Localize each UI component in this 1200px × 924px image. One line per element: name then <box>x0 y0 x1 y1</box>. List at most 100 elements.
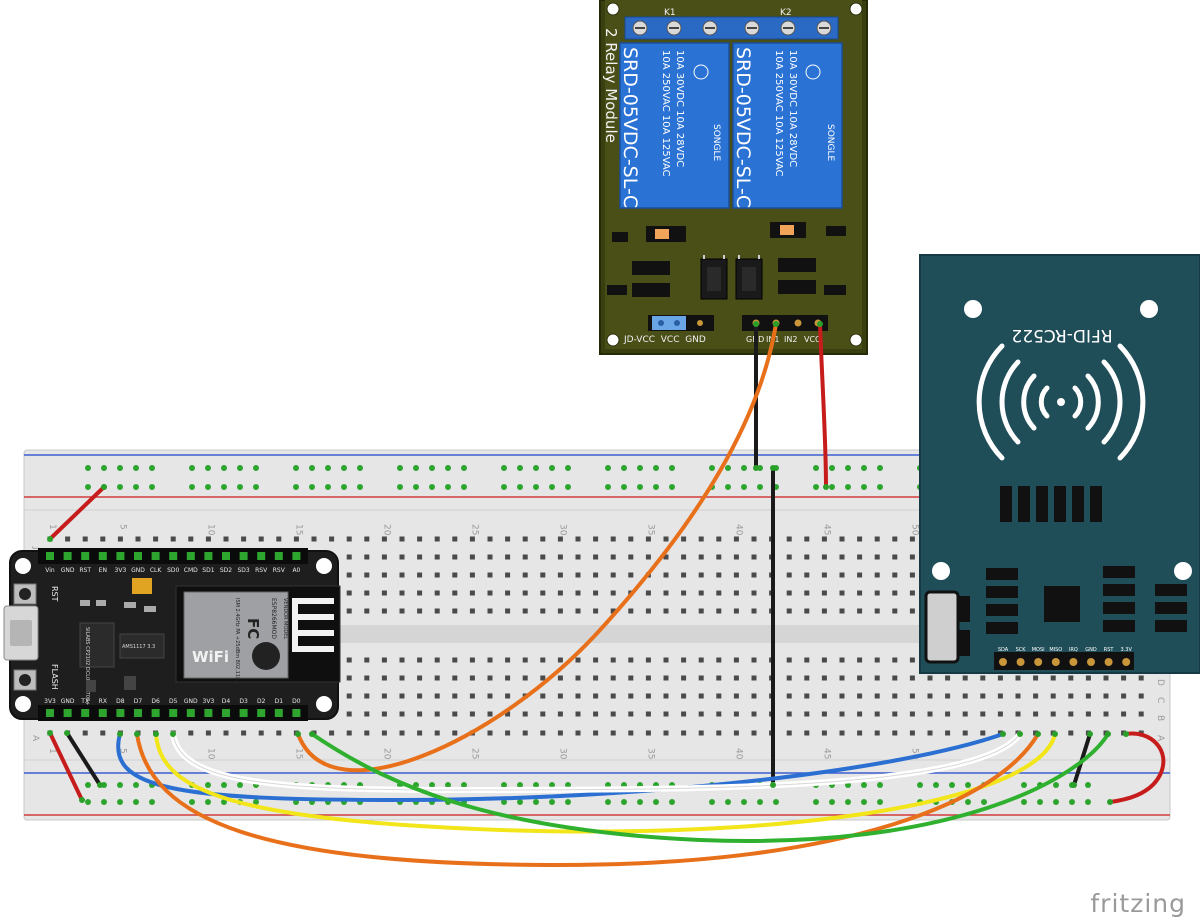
wire-end <box>770 465 776 471</box>
breadboard-hole <box>804 572 810 578</box>
breadboard-hole <box>434 675 440 681</box>
breadboard-hole <box>980 675 986 681</box>
breadboard-hole <box>276 536 282 542</box>
mcu-top-pin <box>116 552 125 560</box>
breadboard-hole <box>364 657 370 663</box>
breadboard-hole <box>857 657 863 663</box>
breadboard-hole <box>733 693 739 699</box>
breadboard-hole <box>540 711 546 717</box>
rail-hole <box>965 799 971 805</box>
breadboard-hole <box>804 675 810 681</box>
mcu-top-pin <box>81 552 90 560</box>
breadboard-hole <box>786 711 792 717</box>
rfid-pin <box>1016 658 1025 666</box>
rail-hole <box>293 484 299 490</box>
breadboard-hole <box>399 693 405 699</box>
mcu-bottom-pin-label: GND <box>184 698 198 705</box>
breadboard-hole <box>945 675 951 681</box>
breadboard-hole <box>540 693 546 699</box>
rfid-module: RFID-RC522 SD <box>919 254 1200 674</box>
breadboard-hole <box>839 730 845 736</box>
breadboard-hole <box>804 730 810 736</box>
breadboard-hole <box>751 572 757 578</box>
breadboard-hole <box>452 693 458 699</box>
breadboard-hole <box>540 572 546 578</box>
rail-hole <box>1021 799 1027 805</box>
rail-hole <box>549 782 555 788</box>
breadboard-hole <box>364 711 370 717</box>
breadboard-hole <box>663 608 669 614</box>
rail-hole <box>429 782 435 788</box>
mcu-top-pin-label: 3V3 <box>115 567 127 574</box>
breadboard-hole <box>452 730 458 736</box>
relay-k2-label: K2 <box>780 8 792 18</box>
rail-hole <box>845 465 851 471</box>
breadboard-hole <box>522 608 528 614</box>
breadboard-hole <box>1121 693 1127 699</box>
rail-hole <box>325 465 331 471</box>
breadboard-hole <box>575 554 581 560</box>
column-number: 40 <box>733 524 743 536</box>
breadboard-hole <box>751 675 757 681</box>
breadboard-hole <box>417 572 423 578</box>
relay-k2-rating-1: 10A 250VAC 10A 125VAC <box>773 50 784 177</box>
breadboard-hole <box>874 572 880 578</box>
mcu-bottom-pin-label: 3V3 <box>44 698 56 705</box>
breadboard-hole <box>945 693 951 699</box>
breadboard-hole <box>1050 675 1056 681</box>
rail-hole <box>877 465 883 471</box>
breadboard-hole <box>804 711 810 717</box>
breadboard-hole <box>293 536 299 542</box>
breadboard-hole <box>82 536 88 542</box>
wire-end <box>1087 731 1093 737</box>
rail-hole <box>549 484 555 490</box>
breadboard-hole <box>557 608 563 614</box>
breadboard-hole <box>469 711 475 717</box>
breadboard-hole <box>399 608 405 614</box>
mcu-top-pin-label: SD0 <box>167 567 179 574</box>
breadboard-hole <box>698 693 704 699</box>
rail-hole <box>1037 799 1043 805</box>
breadboard-hole <box>346 608 352 614</box>
breadboard-hole <box>540 657 546 663</box>
mcu-top-pin-label: RST <box>79 567 91 574</box>
breadboard-hole <box>522 554 528 560</box>
rail-hole <box>965 782 971 788</box>
rail-hole <box>205 484 211 490</box>
rail-hole <box>1053 799 1059 805</box>
mcu-bottom-pin-label: D8 <box>116 698 125 705</box>
column-number: 15 <box>293 748 303 759</box>
breadboard-hole <box>540 536 546 542</box>
breadboard-hole <box>417 675 423 681</box>
column-number: 5 <box>117 748 127 754</box>
breadboard-hole <box>469 536 475 542</box>
breadboard-hole <box>786 554 792 560</box>
breadboard-hole <box>522 590 528 596</box>
breadboard-hole <box>804 554 810 560</box>
rail-hole <box>357 484 363 490</box>
breadboard-hole <box>364 536 370 542</box>
rail-hole <box>237 465 243 471</box>
breadboard-hole <box>417 730 423 736</box>
breadboard-hole <box>381 608 387 614</box>
mcu-top-pin-label: SD3 <box>237 567 249 574</box>
breadboard-hole <box>733 608 739 614</box>
breadboard-hole <box>628 608 634 614</box>
rail-hole <box>85 799 91 805</box>
breadboard-hole <box>628 693 634 699</box>
breadboard-hole <box>628 536 634 542</box>
breadboard-hole <box>557 572 563 578</box>
rail-hole <box>565 484 571 490</box>
wire-end <box>101 484 107 490</box>
breadboard-hole <box>434 693 440 699</box>
breadboard-hole <box>892 711 898 717</box>
breadboard-hole <box>628 675 634 681</box>
breadboard-hole <box>786 730 792 736</box>
breadboard-hole <box>663 711 669 717</box>
breadboard-hole <box>593 730 599 736</box>
esp-model-label: ESP8266MOD <box>270 598 277 639</box>
breadboard-hole <box>346 536 352 542</box>
breadboard-hole <box>417 590 423 596</box>
rail-hole <box>917 782 923 788</box>
breadboard-hole <box>469 572 475 578</box>
